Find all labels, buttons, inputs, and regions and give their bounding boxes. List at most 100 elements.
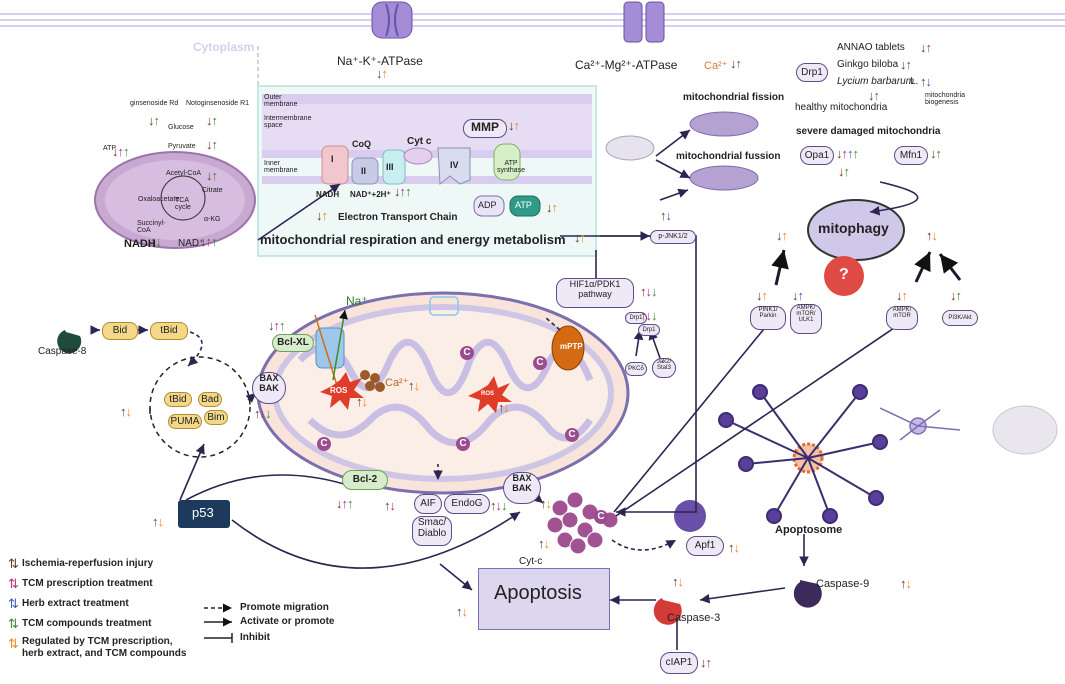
jak-stat-badge: Jak2/ Stat3 bbox=[652, 358, 676, 378]
caspase9-label: Caspase-9 bbox=[816, 578, 870, 590]
nad-label: NAD⁺ bbox=[178, 238, 205, 249]
legend-label-herb: Herb extract treatment bbox=[22, 598, 129, 609]
etc-panel bbox=[257, 85, 597, 257]
ginsenoside-label: ginsenoside Rd bbox=[130, 100, 179, 107]
mptp-label: mPTP bbox=[560, 342, 583, 351]
regulation-arrows-icon: ↓↑ bbox=[896, 288, 908, 303]
regulation-arrows-icon: ↑↓↓ bbox=[640, 308, 657, 323]
bcl2-badge: Bcl-2 bbox=[342, 470, 388, 490]
regulation-arrows-icon: ↑↓↓ bbox=[490, 498, 507, 513]
biogenesis-label: mitochondria biogenesis bbox=[925, 92, 966, 106]
regulation-arrows-icon: ↓↑ bbox=[776, 228, 788, 243]
cytc-label: Cyt-c bbox=[519, 556, 543, 567]
apoptosis-label: Apoptosis bbox=[494, 582, 582, 604]
apoptosome-label: Apoptosome bbox=[775, 524, 843, 536]
atp-synthase-label: ATP synthase bbox=[496, 160, 526, 174]
complex-iii-label: III bbox=[386, 162, 394, 172]
ginkgo-label: Ginkgo biloba bbox=[837, 59, 899, 70]
regulation-arrows-icon: ↑↓ bbox=[456, 604, 468, 619]
pink1-badge: PINK1/ Parkin bbox=[750, 306, 786, 330]
akg-label: α-KG bbox=[204, 216, 221, 223]
regulation-arrows-icon: ↑↓ bbox=[926, 228, 938, 243]
bad-badge: Bad bbox=[198, 392, 222, 407]
hif-pathway-badge: HIF1α/PDK1 pathway bbox=[556, 278, 634, 308]
apoptosis-box bbox=[478, 568, 610, 630]
fission-mito-icon bbox=[689, 111, 759, 137]
dead-cell-icon bbox=[992, 405, 1058, 455]
ampk-ulk1-badge: AMPK/ mTOR/ ULK1 bbox=[790, 304, 822, 334]
regulation-arrows-icon: ↑↓ bbox=[728, 540, 740, 555]
regulation-arrows-icon: ↑↓ bbox=[498, 400, 510, 415]
coq-label: CoQ bbox=[352, 139, 371, 149]
cytc-ball-4: C bbox=[565, 428, 579, 442]
ros-label-2: ROS bbox=[481, 391, 495, 397]
small-mitochondrion-icon bbox=[94, 151, 256, 249]
regulation-arrows-icon: ↓↑ bbox=[920, 40, 932, 55]
regulation-arrows-icon: ↑↓ bbox=[900, 576, 912, 591]
pi3k-badge: PI3K/Akt bbox=[942, 310, 978, 326]
legend-arrow-ir: ⇅ bbox=[8, 556, 19, 571]
mfn1-badge: Mfn1 bbox=[894, 146, 928, 165]
fusion-label: mitochondrial fussion bbox=[676, 151, 781, 162]
regulation-arrows-icon: ↑↓↓ bbox=[254, 406, 271, 421]
caspase9-icon bbox=[793, 580, 822, 608]
cytc-ball-3: C bbox=[317, 437, 331, 451]
ca-ion-label: Ca²⁺ bbox=[704, 60, 728, 72]
bax-bak-badge: BAX BAK bbox=[252, 372, 286, 404]
regulation-arrows-icon: ↓↑ bbox=[792, 288, 804, 303]
regulation-arrows-icon: ↓↑ bbox=[930, 146, 942, 161]
outer-membrane-label: Outer membrane bbox=[264, 94, 298, 108]
regulation-arrows-icon: ↓↑ bbox=[756, 288, 768, 303]
caspase3-label: Caspase-3 bbox=[667, 612, 721, 624]
regulation-arrows-icon: ↓↑ bbox=[148, 113, 160, 128]
oxaloacetate-label: Oxaloacetate bbox=[138, 196, 180, 203]
complex-iv-label: IV bbox=[450, 160, 459, 170]
legend-arrow-herb: ⇅ bbox=[8, 596, 19, 611]
cytc-cluster-icon bbox=[546, 491, 619, 555]
pyruvate-label: Pyruvate bbox=[168, 143, 196, 150]
regulation-arrows-icon: ↑↓ bbox=[150, 234, 162, 249]
regulation-arrows-icon: ↑↓ bbox=[672, 574, 684, 589]
nadh-label: NADH bbox=[124, 238, 156, 250]
regulation-arrows-icon: ↑↓ bbox=[408, 378, 420, 393]
tca-cycle-label: TCA cycle bbox=[175, 197, 191, 211]
regulation-arrows-icon: ↑↓ bbox=[384, 498, 396, 513]
atp-label: ATP bbox=[103, 145, 117, 152]
regulation-arrows-icon: ↑↓ bbox=[538, 536, 550, 551]
na-ion-label: Na⁺ bbox=[346, 294, 368, 308]
smac-diablo-badge: Smac/ Diablo bbox=[412, 516, 452, 546]
legend-promote-migration: Promote migration bbox=[240, 602, 329, 613]
drp1-small-b: Drp1 bbox=[638, 324, 660, 336]
legend-label-prescription: TCM prescription treatment bbox=[22, 578, 153, 589]
apoptosome-icon bbox=[718, 384, 888, 524]
caspase8-label: Caspase-8 bbox=[38, 346, 87, 357]
regulation-arrows-icon: ↓↑ bbox=[700, 655, 712, 670]
ca-cluster-icon bbox=[360, 370, 385, 392]
question-badge bbox=[824, 256, 864, 296]
ciap1-badge: cIAP1 bbox=[660, 652, 698, 674]
ca-mg-atpase-label: Ca²⁺-Mg²⁺-ATPase bbox=[575, 58, 678, 72]
main-mitochondrion bbox=[256, 291, 630, 495]
endog-badge: EndoG bbox=[444, 494, 490, 514]
regulation-arrows-icon: ↑↓ bbox=[120, 404, 132, 419]
regulation-arrows-icon: ↑↓↓ bbox=[640, 284, 657, 299]
neuron-icon bbox=[879, 407, 961, 441]
complex-ii-label: II bbox=[361, 166, 367, 176]
regulation-arrows-icon: ↓↑ bbox=[546, 200, 558, 215]
na-k-atpase-channel-icon bbox=[371, 1, 413, 39]
legend-arrow-regulated: ⇅ bbox=[8, 636, 19, 651]
bclxl-badge: Bcl-XL bbox=[272, 334, 314, 352]
mptp-icon bbox=[551, 325, 585, 371]
etc-label: Electron Transport Chain bbox=[338, 212, 458, 223]
cytc-label: Cyt c bbox=[407, 136, 432, 147]
na-k-atpase-label: Na⁺-K⁺-ATPase bbox=[337, 54, 423, 68]
drp1-badge: Drp1 bbox=[796, 63, 828, 82]
p53-box bbox=[178, 500, 230, 528]
etc-nadh-label: NADH bbox=[316, 190, 340, 199]
regulation-arrows-icon: ↓↑ bbox=[868, 88, 880, 103]
cell-membrane bbox=[0, 13, 1065, 27]
regulation-arrows-icon: ↓↑ bbox=[206, 168, 218, 183]
regulation-arrows-icon: ↓↑ bbox=[730, 56, 742, 71]
puma-badge: PUMA bbox=[168, 414, 202, 429]
